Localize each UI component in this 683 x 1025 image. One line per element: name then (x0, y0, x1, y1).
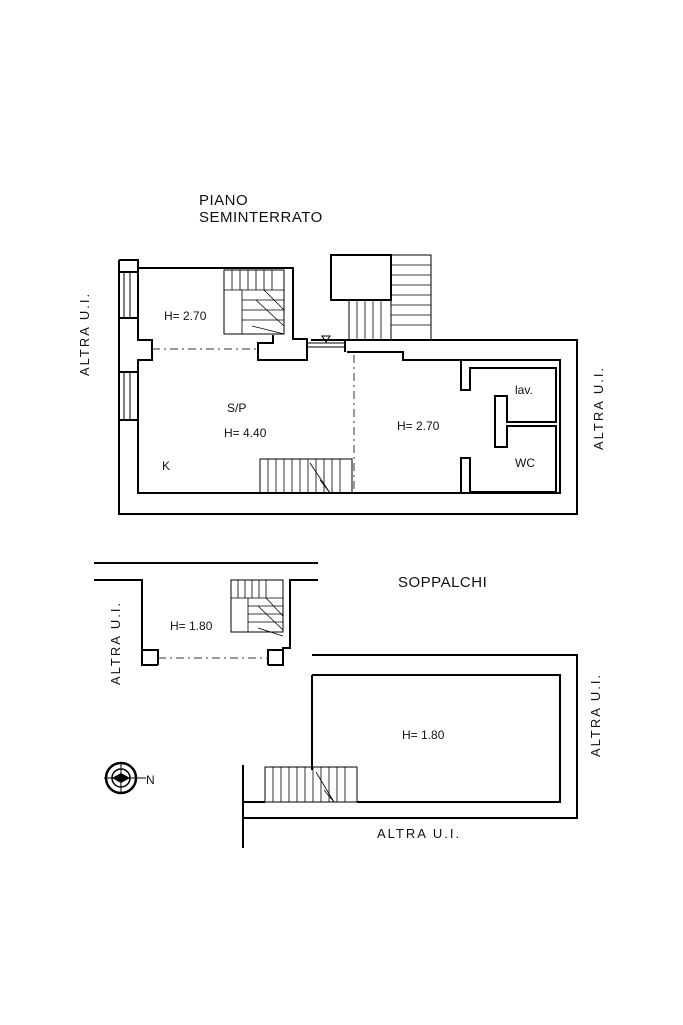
stair-main-room (259, 458, 353, 494)
neighbour-label-right-lower: ALTRA U.I. (588, 673, 603, 757)
stair-large-mezzanine (264, 766, 358, 803)
large-mezzanine-height-label: H= 1.80 (402, 728, 445, 742)
large-mezzanine-plan: H= 1.80 (242, 654, 578, 848)
right-room-height-label: H= 2.70 (397, 419, 440, 433)
laundry-label: lav. (515, 383, 533, 397)
left-pier (119, 271, 138, 421)
left-room-height-label: H= 2.70 (164, 309, 207, 323)
stair-upper-left (223, 269, 285, 335)
large-mezzanine-outer-wall (242, 654, 578, 848)
wc-label: WC (515, 456, 535, 470)
kitchen-label: K (162, 459, 170, 473)
neighbour-label-bottom: ALTRA U.I. (377, 826, 461, 841)
stair-small-mezzanine (230, 579, 284, 637)
stair-external (330, 254, 432, 341)
north-arrow-icon: N (104, 761, 155, 795)
main-room-use-label: S/P (227, 401, 246, 415)
title-piano: PIANO (199, 192, 248, 209)
neighbour-label-left-upper: ALTRA U.I. (77, 292, 92, 376)
main-room-height-label: H= 4.40 (224, 426, 267, 440)
ground-floor-plan: H= 2.70 S/P H= 4.40 K H= 2.70 lav. WC (118, 254, 578, 515)
left-window (123, 272, 131, 420)
service-block (460, 360, 557, 493)
small-mezzanine-outer-wall (94, 579, 318, 666)
small-mezzanine-height-label: H= 1.80 (170, 619, 213, 633)
ground-floor-outer-wall (118, 259, 578, 515)
small-mezzanine-inner-wall (142, 649, 283, 665)
small-mezzanine-plan: H= 1.80 (94, 562, 318, 666)
large-mezzanine-inner-wall (243, 674, 561, 803)
north-label: N (146, 773, 155, 787)
title-soppalchi: SOPPALCHI (398, 574, 487, 591)
door-marker-icon (307, 335, 345, 348)
neighbour-label-right-upper: ALTRA U.I. (591, 366, 606, 450)
neighbour-label-left-lower: ALTRA U.I. (108, 601, 123, 685)
title-seminterrato: SEMINTERRATO (199, 209, 323, 226)
